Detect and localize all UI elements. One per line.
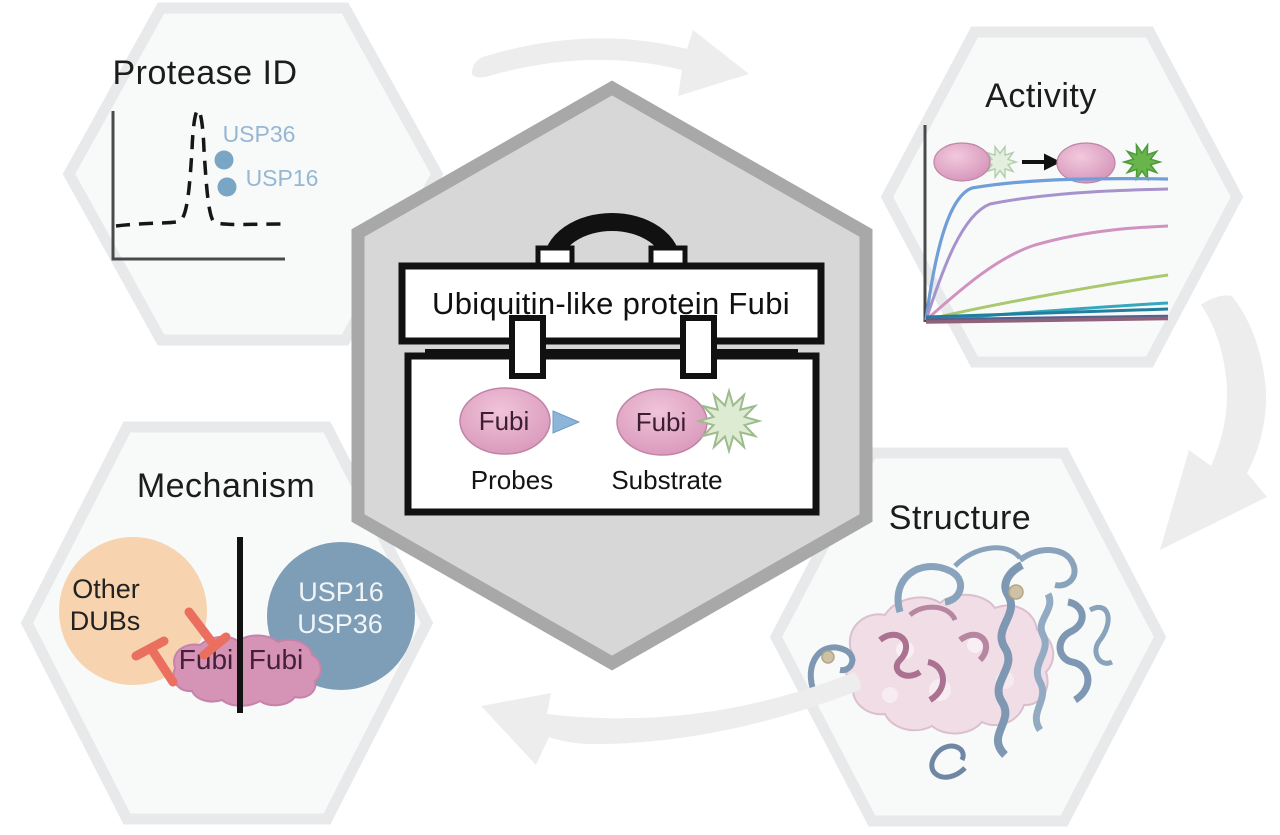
other-dubs-label-line2: DUBs <box>70 606 141 636</box>
protein-blue-helix <box>1018 547 1078 589</box>
usp16-hit-label: USP16 <box>246 165 319 191</box>
mechanism-title: Mechanism <box>137 467 315 505</box>
activity-title: Activity <box>985 77 1097 115</box>
metal-ion-sphere <box>1008 584 1024 600</box>
protein-pink-helix <box>927 659 946 703</box>
activity-curve-purple <box>924 187 1169 321</box>
protein-blue-helix <box>1056 598 1092 703</box>
other-dubs-circle <box>59 537 207 685</box>
inhibition-tbar-icon-left <box>131 636 178 687</box>
activity-curve-navy <box>925 314 1169 321</box>
mechanism-panel: Mechanism Other DUBs USP16 USP36 Fubi Fu… <box>20 421 434 825</box>
protein-blue-loop <box>1088 604 1114 666</box>
protein-pink-helix <box>878 631 922 679</box>
usp36-dot <box>214 150 234 170</box>
cycle-arrow-bottom <box>481 672 861 765</box>
released-star-icon <box>1121 142 1163 182</box>
fubi-blob-label-right: Fubi <box>249 644 303 675</box>
protein-structure-illustration <box>807 545 1114 780</box>
activity-curve-blue <box>924 176 1169 321</box>
probe-arrowhead-icon <box>552 410 581 434</box>
protein-blue-loop <box>953 545 1022 568</box>
substrate-star-icon <box>695 387 763 455</box>
toolbox-title: Ubiquitin-like protein Fubi <box>432 286 790 321</box>
cycle-arrow-right <box>1160 295 1267 550</box>
surface-mottle <box>882 687 898 703</box>
toolbox-clasp-left <box>509 315 546 379</box>
probe-fubi-oval <box>459 387 551 455</box>
inhibition-tbar-icon-upper <box>184 607 231 660</box>
usp36-circle-label: USP36 <box>297 609 383 639</box>
activity-curve-teal <box>925 301 1169 322</box>
probes-caption: Probes <box>471 465 553 495</box>
protease-id-panel: Protease ID USP36 USP16 <box>62 2 444 346</box>
protease-id-hexagon <box>62 2 444 346</box>
toolbox-clasp-right <box>680 315 717 379</box>
protease-plot-axes <box>111 111 285 261</box>
protein-blue-loop <box>929 743 967 780</box>
cycle-arrows <box>472 30 1267 765</box>
usp36-hit-label: USP36 <box>223 121 296 147</box>
protein-blue-helix <box>1032 592 1054 732</box>
usp16-dot <box>217 177 237 197</box>
substrate-caption: Substrate <box>611 465 722 495</box>
usp16-circle-label: USP16 <box>298 577 384 607</box>
center-toolbox-panel: Ubiquitin-like protein Fubi Fubi Fubi Pr… <box>351 80 873 671</box>
protein-blue-helix <box>894 563 964 613</box>
surface-mottle <box>967 637 983 653</box>
protein-pink-helix <box>958 631 989 663</box>
other-dubs-label-line1: Other <box>72 574 140 604</box>
probe-oval-icon <box>933 142 991 182</box>
activity-curve-pink <box>925 224 1169 322</box>
protein-pink-helix <box>908 604 958 622</box>
structure-title: Structure <box>889 499 1031 537</box>
reaction-arrow-head-icon <box>1044 153 1061 171</box>
cycle-arrow-top <box>472 30 749 96</box>
mechanism-hexagon <box>20 421 434 825</box>
product-oval-icon <box>1056 142 1116 184</box>
structure-panel: Structure <box>769 447 1167 827</box>
protein-blue-helix-tall <box>993 561 1024 758</box>
protein-blue-loop <box>807 644 856 702</box>
activity-curve-maroon <box>925 316 1169 324</box>
activity-panel: Activity <box>880 26 1244 368</box>
substrate-fubi-oval-label: Fubi <box>636 407 687 437</box>
probe-fubi-oval-label: Fubi <box>479 406 530 436</box>
protease-id-title: Protease ID <box>112 54 297 92</box>
activity-curve-dark-teal <box>925 307 1169 319</box>
toolbox-label-box <box>398 262 825 345</box>
metal-ion-sphere <box>821 650 835 664</box>
